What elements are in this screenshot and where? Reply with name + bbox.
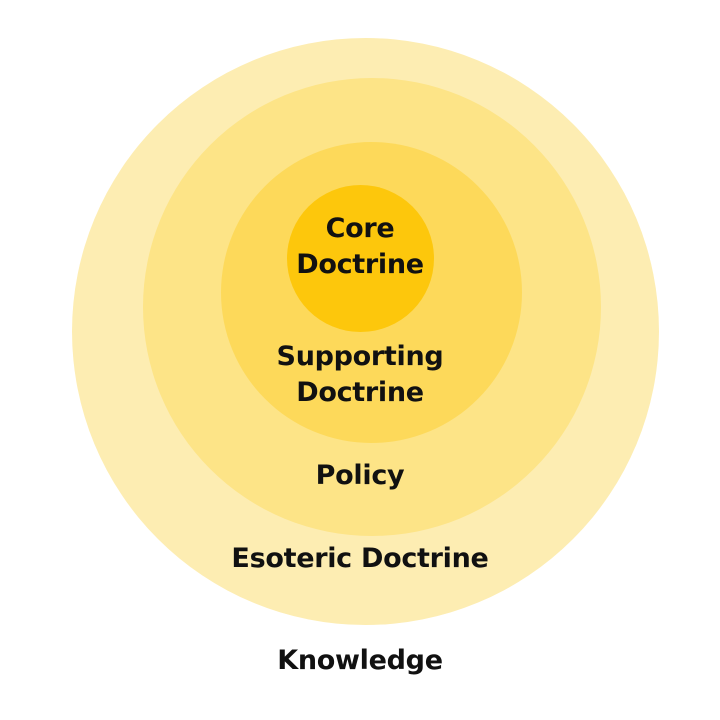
knowledge-label: Knowledge xyxy=(277,645,443,676)
supporting-doctrine-label: Supporting Doctrine xyxy=(0,339,720,411)
core-doctrine-label: Core Doctrine xyxy=(0,211,720,283)
policy-label: Policy xyxy=(315,460,405,491)
supporting-doctrine-label-line1: Supporting xyxy=(276,341,444,372)
core-doctrine-label-line2: Doctrine xyxy=(296,249,424,280)
core-doctrine-circle xyxy=(287,185,434,332)
esoteric-doctrine-label: Esoteric Doctrine xyxy=(231,543,489,574)
supporting-doctrine-label-line2: Doctrine xyxy=(296,377,424,408)
core-doctrine-label-line1: Core xyxy=(325,213,395,244)
